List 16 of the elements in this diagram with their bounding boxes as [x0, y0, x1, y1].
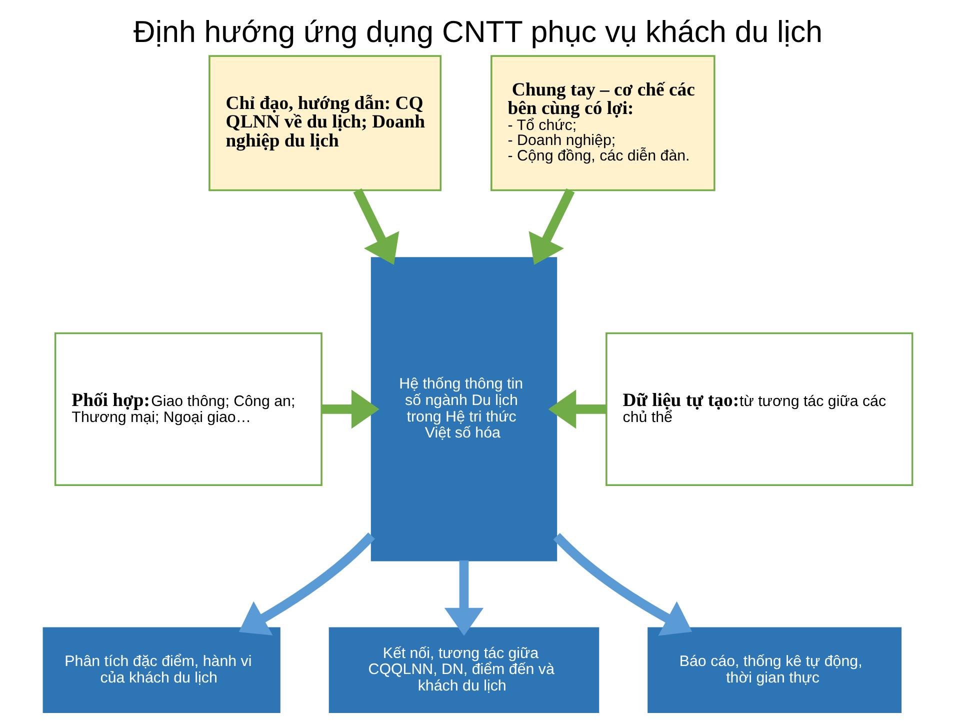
- arrow: [321, 390, 379, 429]
- arrow: [552, 533, 692, 636]
- node-box: Báo cáo, thống kê tự động, thời gian thực: [647, 627, 902, 714]
- node-box: Phân tích đặc điểm, hành vi của khách du lịch: [42, 627, 280, 714]
- node-box: Chỉ đạo, hướng dẫn: CQ QLNN về du lịch; Doanh nghiệp du lịch: [208, 55, 442, 192]
- arrow: [528, 188, 574, 265]
- arrow: [444, 560, 484, 636]
- diagram-title: Định hướng ứng dụng CNTT phục vụ khách du lịch: [132, 16, 822, 49]
- node-box: Hệ thống thông tin số ngành Du lịch trong Hệ tri thức Việt số hóa: [370, 257, 557, 562]
- node-box: Kết nối, tương tác giữa CQQLNN, DN, điểm đến và khách du lịch: [328, 627, 599, 714]
- node-box: Chung tay – cơ chế các bên cùng có lợi: - Tổ chức; - Doanh nghiệp; - Cộng đồng, các diễn đàn.: [490, 55, 715, 192]
- node-box: Phối hợp:Giao thông; Công an; Thương mại; Ngoại giao…: [54, 332, 322, 486]
- node-box: Dữ liệu tự tạo:từ tương tác giữa các chủ thể: [605, 332, 913, 486]
- arrow: [238, 532, 374, 636]
- arrow: [548, 390, 606, 429]
- arrow: [352, 188, 399, 265]
